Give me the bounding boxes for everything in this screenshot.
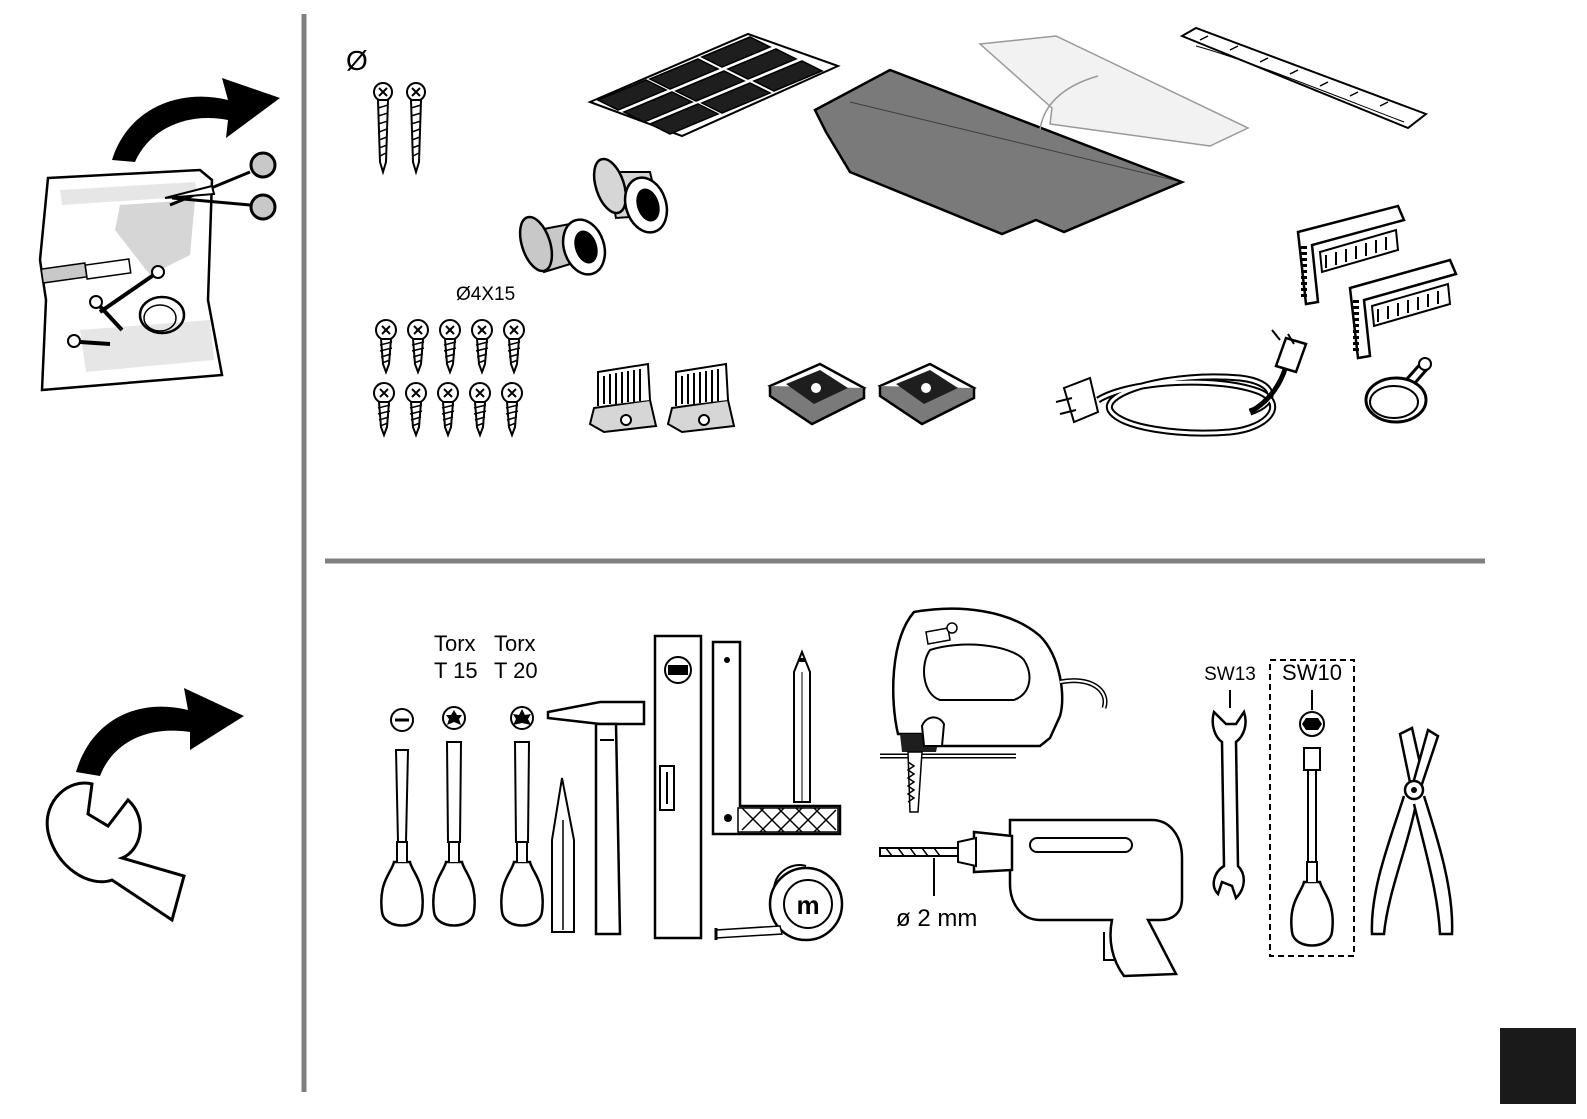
flat-screwdriver-icon — [381, 709, 422, 926]
torx-15-label-top: Torx — [434, 631, 476, 656]
socket-driver-label: SW10 — [1282, 660, 1342, 685]
bracket-icon — [1298, 206, 1456, 358]
open-end-wrench-icon — [1213, 712, 1246, 898]
curved-arrow-icon — [76, 688, 244, 776]
awl-icon — [552, 778, 574, 932]
adhesive-pads-icon — [590, 34, 838, 136]
power-drill-icon — [880, 820, 1182, 976]
torx-screwdriver-icon — [501, 707, 542, 926]
torx-screwdriver-icon — [433, 707, 474, 926]
torx-15-label-bottom: T 15 — [434, 658, 478, 683]
clip-icon — [590, 364, 734, 432]
screw-icon — [374, 83, 425, 172]
clip-icon — [770, 364, 974, 424]
page-number-tab — [1500, 1028, 1576, 1104]
drill-bit-label: ø 2 mm — [896, 905, 977, 932]
spirit-level-icon — [655, 636, 701, 938]
seal-strip-icon — [815, 36, 1248, 234]
jigsaw-icon — [880, 609, 1105, 812]
torx-20-label-bottom: T 20 — [494, 658, 538, 683]
torx-20-label-top: Torx — [494, 631, 536, 656]
screw-icon — [374, 320, 524, 435]
tape-measure-icon: m — [716, 865, 842, 940]
small-screw-label: Ø4X15 — [456, 284, 515, 305]
wrench-label: SW13 — [1204, 664, 1256, 685]
try-square-icon — [713, 642, 840, 834]
curved-arrow-icon — [112, 78, 280, 162]
pencil-icon — [794, 652, 810, 802]
open-bag-icon — [40, 170, 222, 390]
screw-diameter-label: Ø — [346, 45, 368, 76]
mounting-rail-icon — [1182, 28, 1426, 128]
side-cutter-icon — [1372, 728, 1452, 934]
socket-screwdriver-icon — [1291, 712, 1332, 946]
spacer-sleeve-icon — [514, 155, 674, 280]
wrench-icon — [47, 783, 184, 920]
power-cable-icon — [1056, 330, 1306, 433]
hose-clamp-icon — [1366, 358, 1431, 422]
tape-measure-label: m — [796, 890, 819, 920]
